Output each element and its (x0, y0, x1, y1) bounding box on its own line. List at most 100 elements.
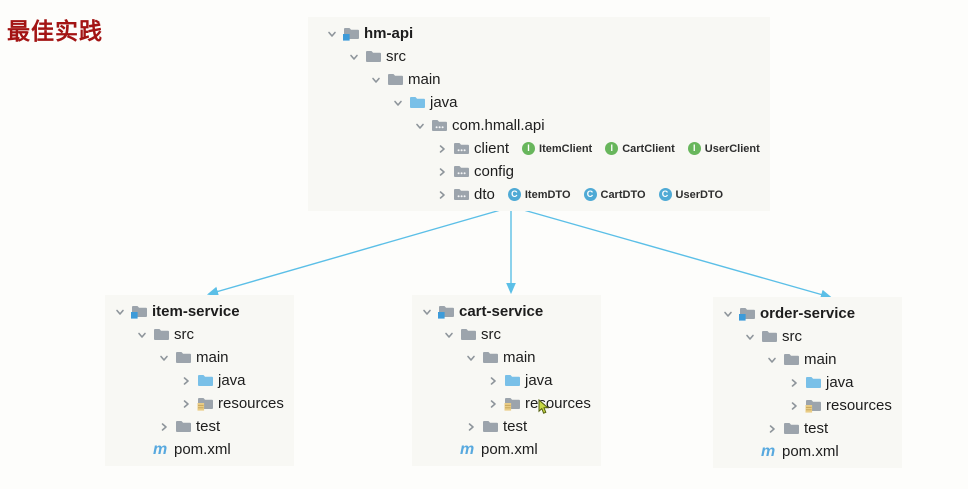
tree-row-test[interactable]: test (421, 415, 591, 438)
tree-row-test[interactable]: test (114, 415, 284, 438)
chevron-down-icon[interactable] (465, 352, 482, 364)
chevron-down-icon[interactable] (766, 354, 783, 366)
chevron-right-icon[interactable] (180, 398, 197, 410)
folder-icon (387, 72, 408, 87)
tree-item-label: test (503, 418, 528, 435)
badge-label: CartClient (622, 142, 675, 155)
tree-item-label: main (804, 351, 837, 368)
chevron-down-icon[interactable] (136, 329, 153, 341)
tree-row-src[interactable]: src (114, 323, 284, 346)
folder-java-icon (504, 373, 525, 388)
chevron-down-icon[interactable] (326, 28, 343, 40)
chevron-right-icon[interactable] (436, 189, 453, 201)
folder-icon (175, 350, 196, 365)
tree-row-cart-service[interactable]: cart-service (421, 300, 591, 323)
tree-item-label: test (804, 420, 829, 437)
tree-row-main[interactable]: main (722, 348, 892, 371)
module-icon (343, 26, 364, 41)
tree-row-order-service[interactable]: order-service (722, 302, 892, 325)
tree-row-main[interactable]: main (421, 346, 591, 369)
chevron-down-icon[interactable] (158, 352, 175, 364)
badge-label: ItemClient (539, 142, 593, 155)
tree-item-label: test (196, 418, 221, 435)
tree-row-com-hmall-api[interactable]: com.hmall.api (326, 114, 760, 137)
chevron-down-icon[interactable] (370, 74, 387, 86)
chevron-right-icon[interactable] (465, 421, 482, 433)
folder-resources-icon (504, 396, 525, 411)
maven-icon: m (761, 442, 776, 460)
chevron-right-icon[interactable] (487, 375, 504, 387)
tree-item-label: main (503, 349, 536, 366)
tree-row-hm-api[interactable]: hm-api (326, 22, 760, 45)
tree-item-label: src (782, 328, 802, 345)
tree-row-main[interactable]: main (326, 68, 760, 91)
tree-item-label: java (826, 374, 854, 391)
tree-row-main[interactable]: main (114, 346, 284, 369)
chevron-down-icon[interactable] (348, 51, 365, 63)
chevron-spacer (136, 444, 153, 456)
tree-row-item-service[interactable]: item-service (114, 300, 284, 323)
tree-row-resources[interactable]: resources (114, 392, 284, 415)
folder-icon (761, 329, 782, 344)
tree-item-label: main (408, 71, 441, 88)
chevron-right-icon[interactable] (788, 400, 805, 412)
chevron-down-icon[interactable] (414, 120, 431, 132)
badge-label: UserClient (704, 142, 760, 155)
tree-item-label: cart-service (459, 303, 544, 320)
tree-row-test[interactable]: test (722, 417, 892, 440)
chevron-spacer (744, 446, 761, 458)
package-icon (453, 164, 474, 179)
package-icon (453, 141, 474, 156)
tree-row-resources[interactable]: resources (421, 392, 591, 415)
folder-java-icon (197, 373, 218, 388)
tree-item-label: src (386, 48, 406, 65)
folder-resources-icon (805, 398, 826, 413)
maven-icon: m (460, 440, 475, 458)
tree-row-java[interactable]: java (326, 91, 760, 114)
chevron-right-icon[interactable] (158, 421, 175, 433)
folder-java-icon (805, 375, 826, 390)
chevron-right-icon[interactable] (436, 143, 453, 155)
chevron-right-icon[interactable] (180, 375, 197, 387)
tree-row-java[interactable]: java (421, 369, 591, 392)
tree-row-resources[interactable]: resources (722, 394, 892, 417)
chevron-right-icon[interactable] (766, 423, 783, 435)
tree-row-pom-xml[interactable]: m pom.xml (722, 440, 892, 463)
chevron-down-icon[interactable] (114, 306, 131, 318)
chevron-down-icon[interactable] (421, 306, 438, 318)
tree-row-src[interactable]: src (421, 323, 591, 346)
tree-item-label: client (474, 140, 510, 157)
tree-item-label: pom.xml (782, 443, 839, 460)
folder-icon (175, 419, 196, 434)
module-icon (131, 304, 152, 319)
chevron-down-icon[interactable] (722, 308, 739, 320)
chevron-down-icon[interactable] (392, 97, 409, 109)
chevron-right-icon[interactable] (436, 166, 453, 178)
interface-icon: I (605, 142, 619, 155)
chevron-right-icon[interactable] (487, 398, 504, 410)
tree-row-src[interactable]: src (722, 325, 892, 348)
chevron-down-icon[interactable] (744, 331, 761, 343)
tree-item-label: java (525, 372, 553, 389)
tree-item-label: dto (474, 186, 495, 203)
tree-row-java[interactable]: java (114, 369, 284, 392)
tree-row-src[interactable]: src (326, 45, 760, 68)
class-icon: C (583, 188, 597, 201)
folder-java-icon (409, 95, 430, 110)
chevron-right-icon[interactable] (788, 377, 805, 389)
tree-row-config[interactable]: config (326, 160, 760, 183)
tree-row-java[interactable]: java (722, 371, 892, 394)
interface-icon: I (522, 142, 536, 155)
chevron-down-icon[interactable] (443, 329, 460, 341)
